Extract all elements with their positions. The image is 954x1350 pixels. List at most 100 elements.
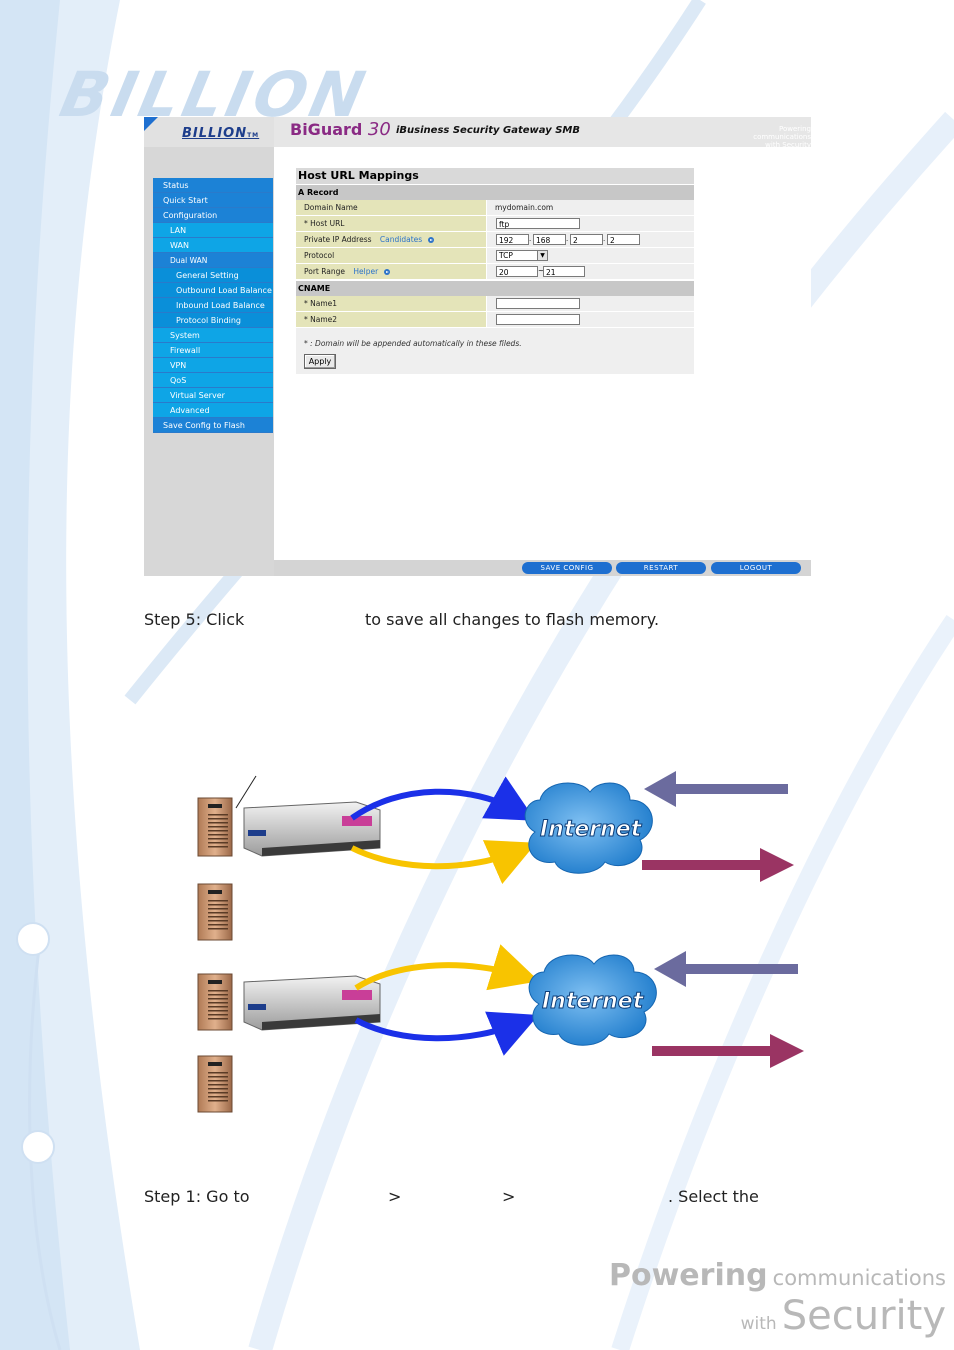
sidebar-item-save-config-to-flash[interactable]: Save Config to Flash <box>153 418 273 433</box>
protocol-row: Protocol TCP ▼ <box>296 248 694 264</box>
domain-name-value: mydomain.com <box>487 200 694 215</box>
internet-cloud-icon <box>524 782 653 874</box>
logout-button[interactable]: LOGOUT <box>711 562 801 574</box>
name1-input[interactable] <box>496 298 580 309</box>
port-range-separator: ~ <box>538 267 544 275</box>
sidebar-item-dual-wan[interactable]: Dual WAN <box>153 253 273 268</box>
incoming-arrow <box>644 771 788 807</box>
domain-append-note: * : Domain will be appended automaticall… <box>296 328 694 350</box>
router-admin-screenshot: BILLIONTM BiGuard 30 iBusiness Security … <box>144 117 811 576</box>
product-subtitle: iBusiness Security Gateway SMB <box>396 125 580 136</box>
internet-label: Internet <box>540 817 643 842</box>
sidebar-item-general-setting[interactable]: General Setting <box>153 268 273 283</box>
ip-octet-3-input[interactable]: 2 <box>570 234 603 245</box>
footer-brand: Powering communications with Security <box>609 1258 946 1339</box>
private-ip-label: Private IP Address <box>304 235 372 244</box>
sidebar-item-system[interactable]: System <box>153 328 273 343</box>
wan1-blue-arrow <box>350 776 536 821</box>
host-url-input[interactable]: ftp <box>496 218 580 229</box>
name2-input[interactable] <box>496 314 580 325</box>
step1-separator-1: > <box>388 1187 402 1206</box>
private-ip-cell: 192 . 168 . 2 . 2 <box>487 232 694 247</box>
sidebar-item-inbound-load-balance[interactable]: Inbound Load Balance <box>153 298 273 313</box>
sidebar-item-quick-start[interactable]: Quick Start <box>153 193 273 208</box>
app-logo-tm: TM <box>247 132 260 139</box>
corner-mark-icon <box>144 117 158 131</box>
name1-cell <box>487 296 694 311</box>
protocol-select-value: TCP <box>499 251 513 260</box>
server-icon <box>197 883 233 941</box>
candidates-arrow-icon[interactable] <box>427 237 434 243</box>
wan-blue-arrow-2 <box>354 1011 539 1056</box>
outgoing-arrow-2 <box>652 1034 804 1068</box>
name1-label: * Name1 <box>296 296 487 311</box>
footer-security: Security <box>781 1293 946 1339</box>
port-to-input[interactable]: 21 <box>543 266 585 277</box>
sidebar-item-qos[interactable]: QoS <box>153 373 273 388</box>
restart-button[interactable]: RESTART <box>616 562 706 574</box>
ip-octet-1-input[interactable]: 192 <box>496 234 529 245</box>
footer-communications: communications <box>772 1266 946 1290</box>
port-range-cell: 20 ~ 21 <box>487 264 694 279</box>
port-range-label: Port Range <box>304 267 346 276</box>
apply-button[interactable]: Apply <box>304 354 336 369</box>
app-logo-text: BILLION <box>182 126 248 141</box>
router-icon <box>243 975 381 1031</box>
app-logo-area <box>144 117 274 147</box>
product-name-text: BiGuard <box>290 120 363 139</box>
sidebar-item-wan[interactable]: WAN <box>153 238 273 253</box>
app-tagline-line2: with Security <box>765 141 811 149</box>
sidebar-item-configuration[interactable]: Configuration <box>153 208 273 223</box>
footer-with: with <box>740 1314 777 1334</box>
app-tagline-line1: Powering communications <box>753 125 811 141</box>
helper-link[interactable]: Helper <box>353 267 379 276</box>
sidebar-item-virtual-server[interactable]: Virtual Server <box>153 388 273 403</box>
host-url-cell: ftp <box>487 216 694 231</box>
product-number: 30 <box>367 119 391 140</box>
sidebar-item-outbound-load-balance[interactable]: Outbound Load Balance <box>153 283 273 298</box>
wan-yellow-arrow-2 <box>354 944 540 991</box>
callout-line <box>235 775 257 809</box>
protocol-select[interactable]: TCP ▼ <box>496 250 548 261</box>
sidebar-item-lan[interactable]: LAN <box>153 223 273 238</box>
internet-cloud-icon <box>528 954 657 1046</box>
wan2-yellow-arrow <box>350 840 537 885</box>
step5-text-end: to save all changes to flash memory. <box>365 610 660 629</box>
chevron-down-icon[interactable]: ▼ <box>537 251 547 260</box>
router-icon <box>243 801 381 857</box>
network-diagram: Internet Internet <box>197 771 804 1113</box>
section-cname: CNAME <box>296 281 694 296</box>
domain-name-row: Domain Name mydomain.com <box>296 200 694 216</box>
app-logo: BILLIONTM <box>182 126 259 141</box>
ip-dot-3: . <box>603 235 606 243</box>
helper-arrow-icon[interactable] <box>383 269 390 275</box>
sidebar-item-vpn[interactable]: VPN <box>153 358 273 373</box>
private-ip-label-cell: Private IP Address Candidates <box>296 232 487 247</box>
port-from-input[interactable]: 20 <box>496 266 538 277</box>
step1-text-start: Step 1: Go to <box>144 1187 250 1206</box>
host-url-label: * Host URL <box>296 216 487 231</box>
incoming-arrow-2 <box>654 951 798 987</box>
save-config-button[interactable]: SAVE CONFIG <box>522 562 612 574</box>
ip-octet-2-input[interactable]: 168 <box>533 234 566 245</box>
protocol-label: Protocol <box>296 248 487 263</box>
protocol-cell: TCP ▼ <box>487 248 694 263</box>
name2-cell <box>487 312 694 327</box>
host-url-mappings-panel: Host URL Mappings A Record Domain Name m… <box>296 168 694 374</box>
section-a-record: A Record <box>296 185 694 200</box>
ip-octet-4-input[interactable]: 2 <box>607 234 640 245</box>
candidates-link[interactable]: Candidates <box>379 235 423 244</box>
sidebar-item-firewall[interactable]: Firewall <box>153 343 273 358</box>
port-range-label-cell: Port Range Helper <box>296 264 487 279</box>
sidebar-item-advanced[interactable]: Advanced <box>153 403 273 418</box>
step5-text-start: Step 5: Click <box>144 610 245 629</box>
port-range-row: Port Range Helper 20 ~ 21 <box>296 264 694 280</box>
step1-text-end: . Select the <box>668 1187 759 1206</box>
panel-title: Host URL Mappings <box>296 168 694 184</box>
server-icon <box>197 797 233 857</box>
ip-dot-1: . <box>529 235 532 243</box>
sidebar-item-protocol-binding[interactable]: Protocol Binding <box>153 313 273 328</box>
sidebar-item-status[interactable]: Status <box>153 178 273 193</box>
